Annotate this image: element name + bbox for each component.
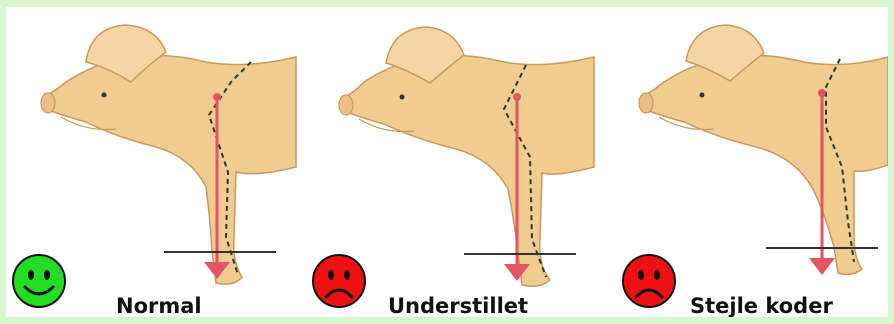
panel-understillet: Understillet	[304, 7, 594, 324]
panel-normal: Normal	[6, 7, 296, 324]
caption-understillet: Understillet	[388, 294, 528, 318]
smiley-sad-icon	[311, 253, 367, 309]
smiley-sad-icon	[621, 253, 677, 309]
smiley-happy-icon	[11, 253, 67, 309]
caption-normal: Normal	[116, 294, 202, 318]
caption-stejle-koder: Stejle koder	[690, 294, 833, 318]
panel-stejle-koder: Stejle koder	[604, 7, 894, 324]
